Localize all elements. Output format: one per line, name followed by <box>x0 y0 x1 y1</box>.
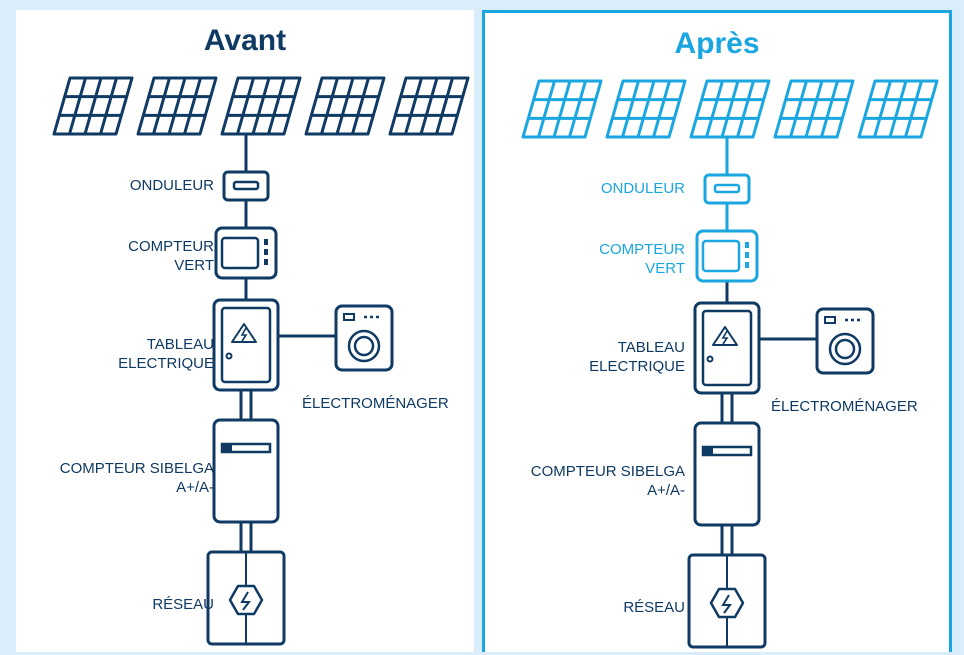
lightning-icon <box>240 327 248 342</box>
panel-title: Après <box>674 27 760 60</box>
electrical-panel-door <box>220 306 272 384</box>
green-meter-led <box>264 249 268 255</box>
lightning-icon <box>721 594 732 614</box>
electrical-panel-icon <box>212 298 280 392</box>
green-meter-led <box>745 252 749 258</box>
warning-icon <box>231 323 257 343</box>
electrical-panel-knob <box>706 355 714 363</box>
washing-machine-drum <box>834 338 856 360</box>
inverter-label: ONDULEUR <box>129 177 214 194</box>
washing-machine-display <box>824 316 836 324</box>
grid-warning-icon <box>228 584 264 616</box>
warning-icon <box>712 326 738 346</box>
electrical-panel-icon <box>693 301 761 395</box>
solar-panel-icon <box>304 76 386 136</box>
solar-panel-icon <box>857 79 939 139</box>
solar-panel-icon <box>521 79 603 139</box>
inverter-display <box>232 180 260 191</box>
green-meter-led <box>745 242 749 248</box>
inverter-icon <box>222 170 270 202</box>
washing-machine-drum <box>353 335 375 357</box>
lightning-icon <box>721 330 729 345</box>
solar-panel-icon <box>220 76 302 136</box>
solar-panels <box>521 79 939 139</box>
green-meter-icon <box>214 226 278 280</box>
lightning-icon <box>240 591 251 611</box>
solar-panel-icon <box>388 76 470 136</box>
grid-label: RÉSEAU <box>623 599 685 616</box>
green-meter-led <box>264 259 268 265</box>
solar-panel-icon <box>773 79 855 139</box>
washing-machine-display <box>343 313 355 321</box>
washing-machine-door <box>828 332 862 366</box>
solar-panel-icon <box>136 76 218 136</box>
solar-panel-icon <box>689 79 771 139</box>
grid-warning-icon <box>709 587 745 619</box>
panel-title: Avant <box>203 24 287 57</box>
electrical-panel-door <box>701 309 753 387</box>
sibelga-meter-icon <box>693 421 761 527</box>
grid-label: RÉSEAU <box>152 596 214 613</box>
green-meter-screen <box>220 236 260 270</box>
inverter-label: ONDULEUR <box>600 180 685 197</box>
sibelga-meter-indicator <box>222 444 232 452</box>
electrical-panel-knob <box>225 352 233 360</box>
washing-machine-door <box>347 329 381 363</box>
green-meter-led <box>264 239 268 245</box>
before-diagram <box>52 76 470 646</box>
appliance-label: ÉLECTROMÉNAGER <box>302 395 449 412</box>
green-meter-led <box>745 262 749 268</box>
inverter-icon <box>703 173 751 205</box>
solar-panel-icon <box>605 79 687 139</box>
green-meter-icon <box>695 229 759 283</box>
solar-panels <box>52 76 470 136</box>
appliance-label: ÉLECTROMÉNAGER <box>771 398 918 415</box>
sibelga-meter-indicator <box>703 447 713 455</box>
solar-panel-icon <box>52 76 134 136</box>
sibelga-meter-icon <box>212 418 280 524</box>
green-meter-screen <box>701 239 741 273</box>
inverter-display <box>713 183 741 194</box>
after-diagram <box>521 79 939 649</box>
